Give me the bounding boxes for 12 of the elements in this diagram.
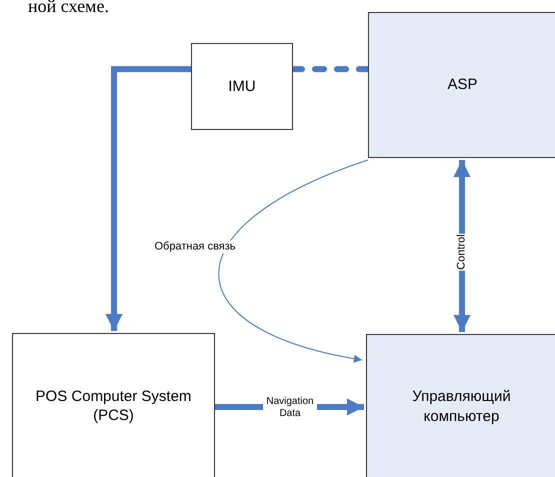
box-label: Управляющий компьютер bbox=[411, 387, 512, 426]
process-box bbox=[366, 334, 555, 477]
process-box bbox=[12, 333, 215, 477]
box-label: ASP bbox=[446, 75, 478, 95]
arrow bbox=[106, 66, 191, 331]
arrow bbox=[218, 160, 368, 362]
process-box bbox=[368, 12, 555, 158]
note-text: ной схеме. bbox=[28, 0, 109, 17]
box-label: IMU bbox=[227, 76, 257, 96]
edge-label: Обратная связь bbox=[153, 240, 237, 254]
process-box bbox=[191, 43, 293, 130]
box-label: POS Computer System (PCS) bbox=[34, 386, 192, 426]
